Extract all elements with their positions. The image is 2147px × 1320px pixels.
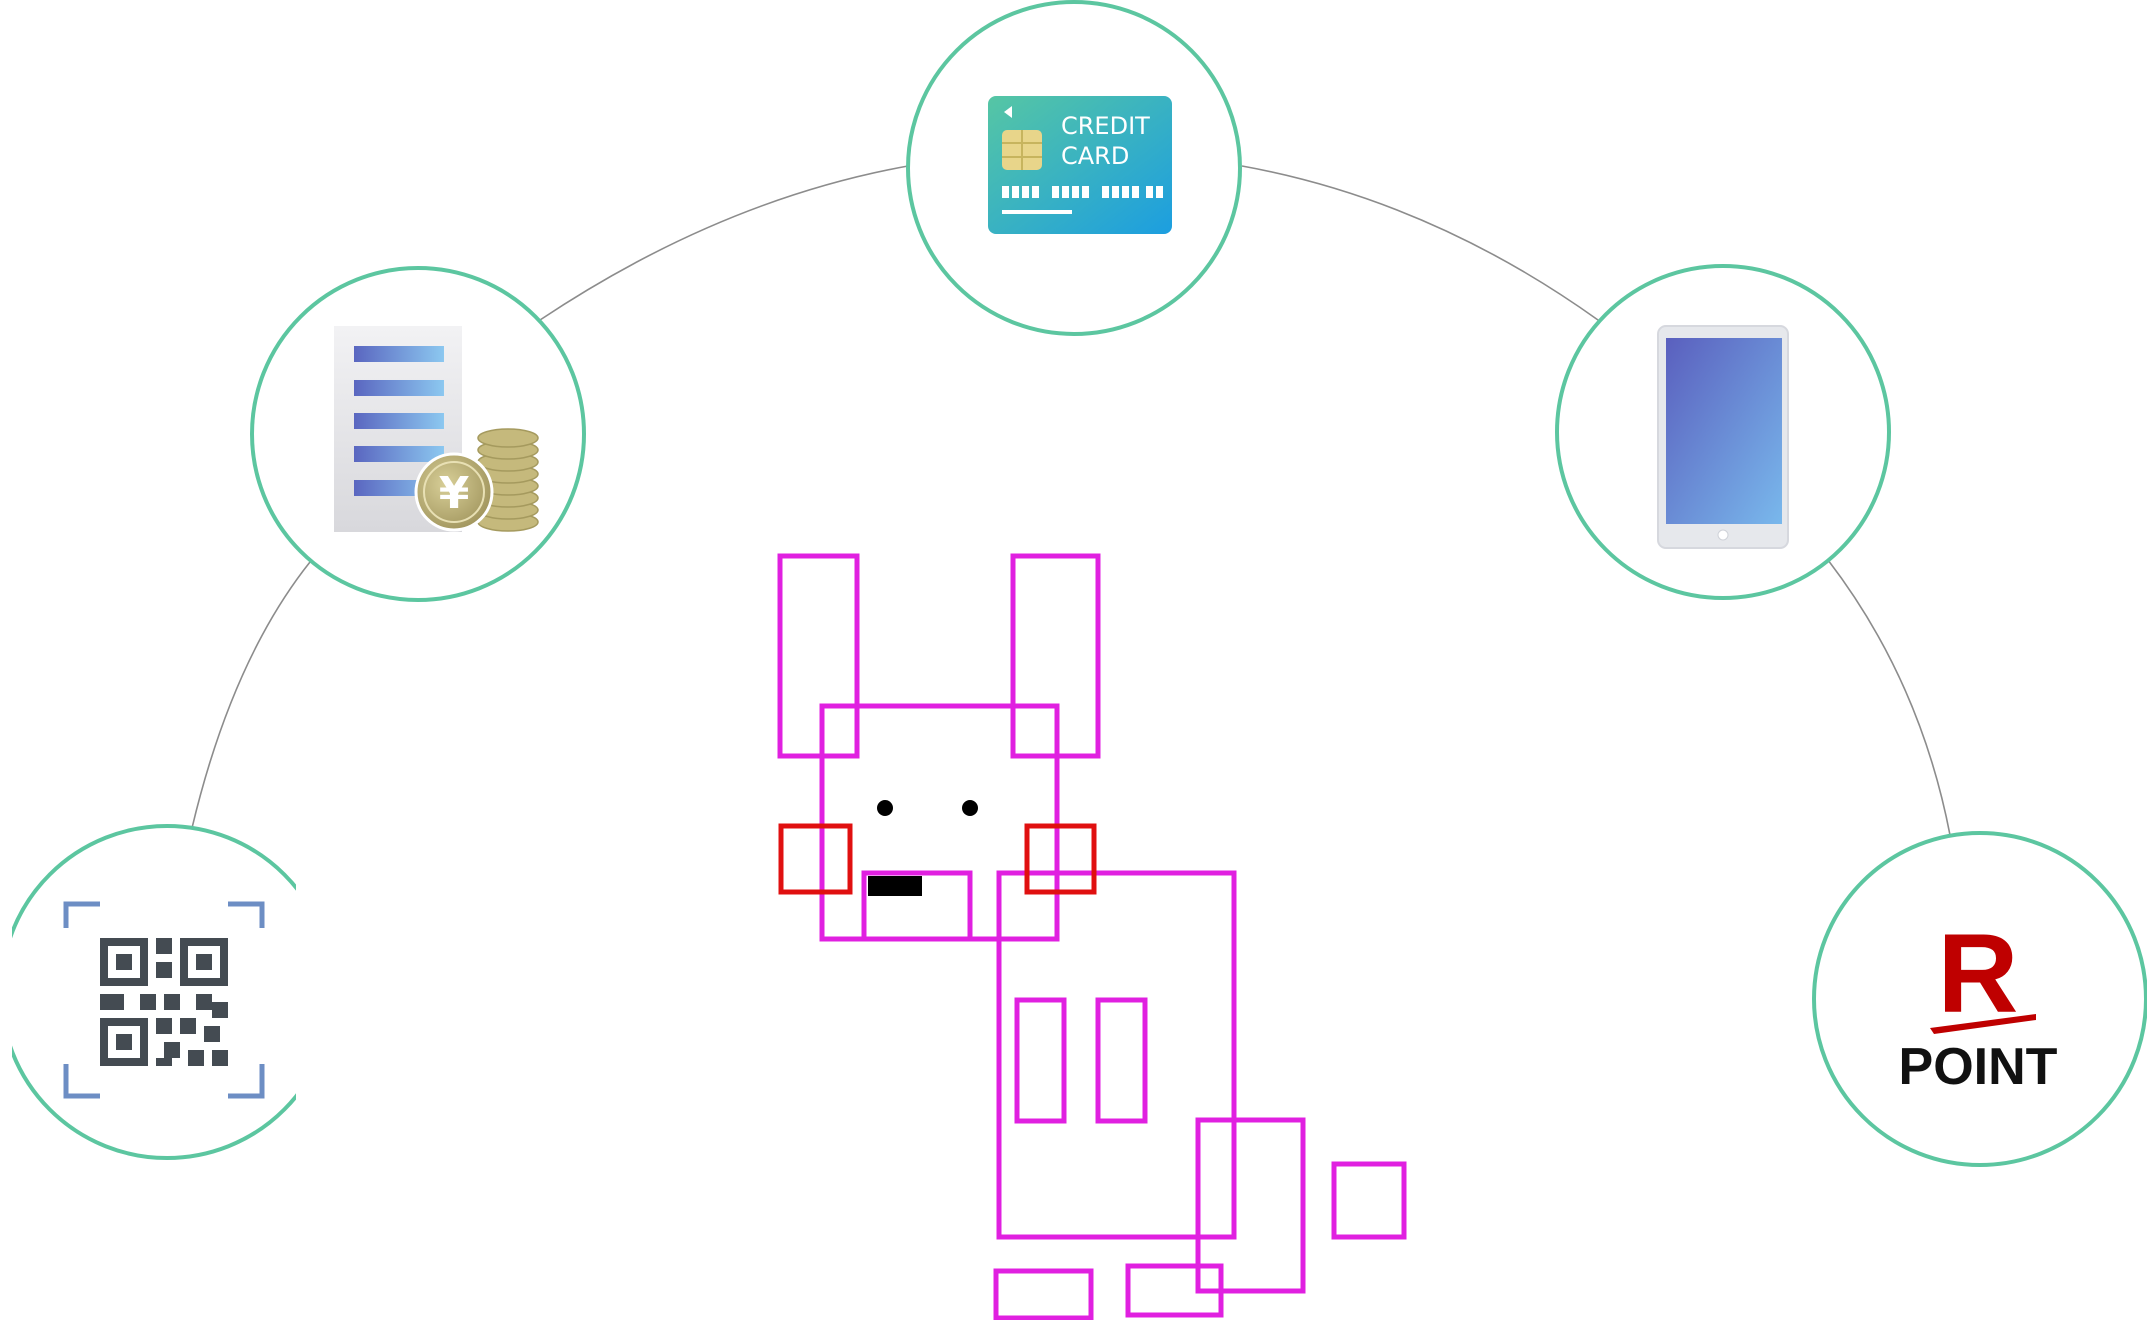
mascot-nose — [868, 876, 922, 896]
rakuten-letter: R — [1938, 911, 2019, 1036]
yen-symbol: ¥ — [439, 468, 470, 519]
mascot-foot-left — [993, 1268, 1094, 1320]
arc-phone-to-point — [1827, 559, 1951, 836]
mascot-leg — [1195, 1117, 1306, 1294]
connector-arcs — [191, 165, 1951, 836]
arc-card-to-phone — [1241, 165, 1599, 321]
mascot-mouth-box — [861, 870, 973, 942]
credit-card-icon: CREDIT CARD — [988, 96, 1172, 234]
node-ring — [1812, 831, 2147, 1167]
mascot-foot-right — [1125, 1263, 1224, 1318]
arc-qr-to-bill — [191, 561, 311, 829]
invoice-coins-icon: ¥ — [334, 326, 539, 532]
mascot-eye-left — [877, 800, 893, 816]
mascot-arm-right — [1095, 997, 1148, 1124]
mascot-tail — [1331, 1161, 1407, 1240]
node-rakuten-point: R POINT — [1812, 831, 2147, 1167]
tablet-icon — [1657, 325, 1789, 549]
mascot-cheek-right — [1024, 823, 1097, 895]
mascot-body — [996, 870, 1237, 1240]
node-qr-code — [0, 824, 336, 1160]
node-smartphone — [1555, 264, 1891, 600]
rabbit-mascot-icon — [777, 553, 1407, 1320]
qr-code-icon — [63, 901, 265, 1099]
rakuten-r-icon: R POINT — [1899, 911, 2058, 1096]
mascot-eye-right — [962, 800, 978, 816]
node-ring — [0, 824, 335, 1160]
mascot-left-ear — [777, 553, 860, 759]
card-label-line2: CARD — [1061, 142, 1129, 170]
arc-bill-to-card — [539, 165, 909, 321]
point-label: POINT — [1899, 1038, 2058, 1096]
node-bill-payment: ¥ — [250, 266, 586, 602]
node-credit-card: CREDIT CARD — [906, 0, 1242, 336]
mascot-cheek-left — [778, 823, 853, 895]
mascot-arm-left — [1014, 997, 1067, 1124]
card-label-line1: CREDIT — [1061, 112, 1150, 140]
